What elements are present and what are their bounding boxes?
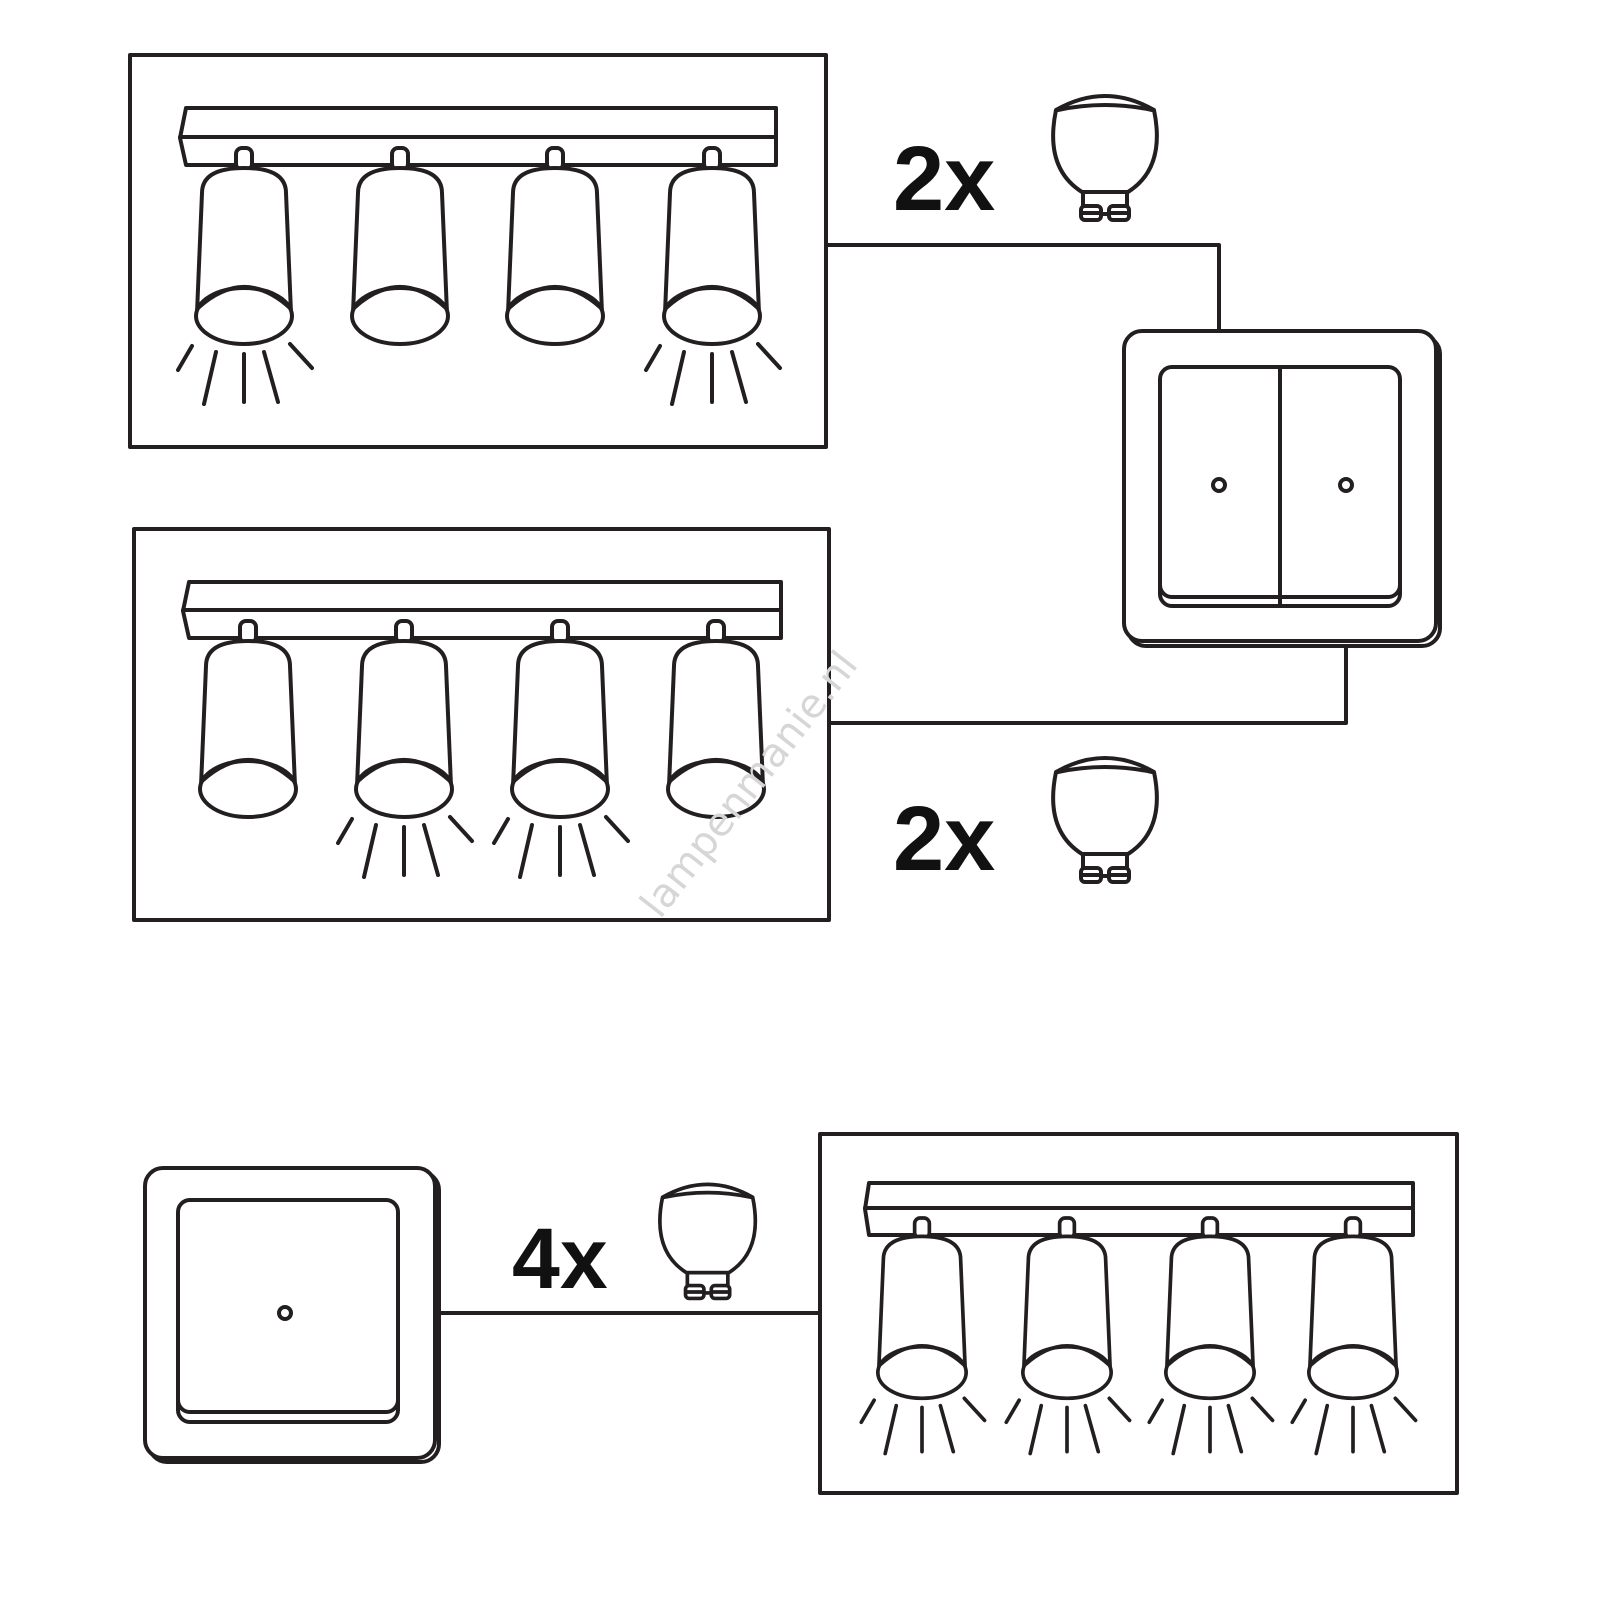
bulb-count-circuit-1: 2x [893,128,995,230]
gu10-bulb-icon [658,1182,758,1301]
single-switch-icon [143,1166,441,1464]
double-switch-icon [1122,329,1442,648]
bulb-count-single: 4x [512,1211,608,1307]
spotlight [505,146,605,346]
fixture-panel-2 [132,527,831,922]
switch-contact-2 [1338,477,1354,493]
spotlight [350,146,450,346]
gu10-bulb-icon [1051,756,1159,884]
switch-contact [277,1305,293,1321]
gu10-bulb-icon [1051,94,1159,222]
fixture-panel-3 [818,1132,1459,1495]
fixture-panel-1 [128,53,828,449]
switch-contact-1 [1211,477,1227,493]
spotlight [198,619,298,819]
bulb-count-circuit-2: 2x [893,788,995,890]
